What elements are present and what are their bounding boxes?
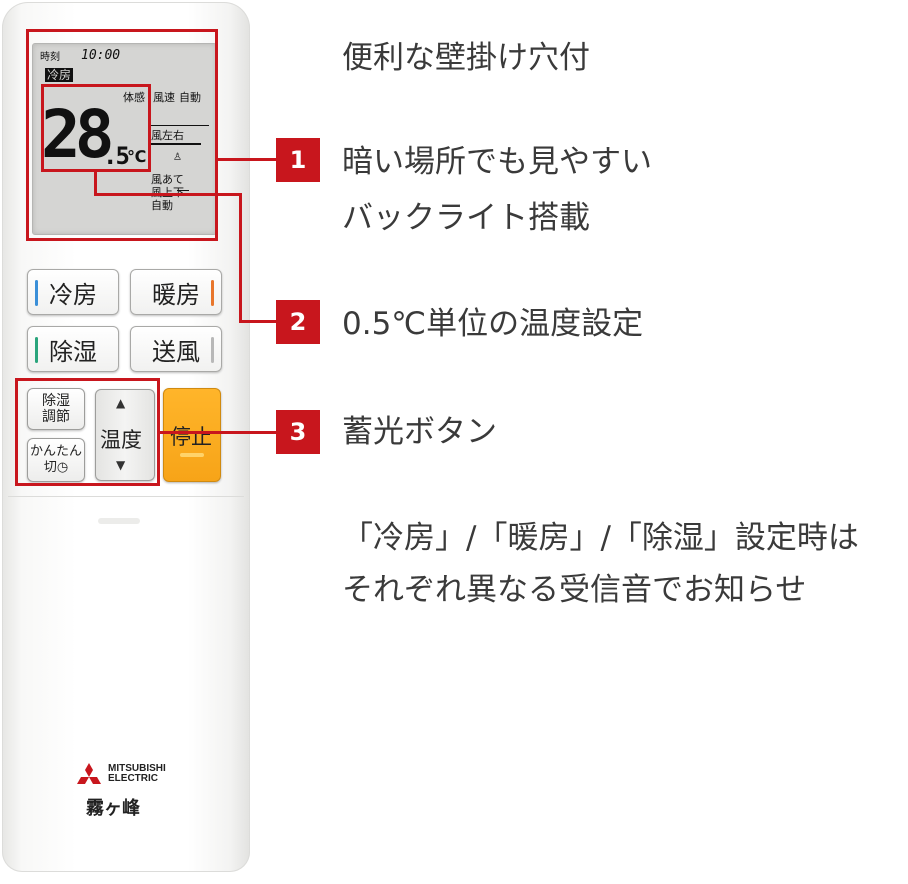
heat-button[interactable]: 暖房 (130, 269, 222, 315)
feature-sound-line2: それぞれ異なる受信音でお知らせ (342, 572, 807, 608)
feature-sound-line1: 「冷房」/「暖房」/「除湿」設定時は (342, 520, 859, 556)
highlight-box-3 (15, 378, 160, 486)
remote-control: 時刻 10:00 冷房 体感 風速 自動 28 .5 ℃ 風左右 ♙ 風あて 風… (2, 2, 250, 872)
easy-timer-line2-wrap: 切◷ (44, 460, 68, 476)
dry-button-label: 除湿 (49, 337, 97, 366)
cover-grip (98, 518, 140, 524)
brand-name-line1: MITSUBISHI (108, 763, 166, 774)
temperature-unit: ℃ (127, 147, 147, 166)
easy-timer-line1: かんたん (29, 444, 82, 459)
callout-badge-3: 3 (276, 410, 320, 454)
temp-down-icon[interactable]: ▼ (116, 458, 126, 472)
louver-ud-label: 風上下 (151, 187, 184, 198)
heat-button-label: 暖房 (152, 280, 200, 309)
easy-timer-button[interactable]: かんたん 切◷ (27, 438, 85, 482)
dehumid-adjust-line2: 調節 (42, 409, 70, 425)
feature-backlight-line2: バックライト搭載 (342, 200, 590, 236)
fan-button[interactable]: 送風 (130, 326, 222, 372)
stop-glow-bar (180, 453, 204, 457)
temperature-button-label: 温度 (100, 428, 142, 452)
temperature-integer: 28 (41, 96, 115, 173)
cool-button-label: 冷房 (49, 280, 97, 309)
highlight-box-2 (41, 84, 151, 172)
three-diamonds-icon (77, 763, 101, 784)
feature-backlight-line1: 暗い場所でも見やすい (342, 144, 652, 180)
louver-lr-label: 風左右 (151, 129, 184, 142)
temperature-button[interactable]: ▲ 温度 ▼ (95, 389, 155, 481)
connector-2c (239, 193, 242, 323)
connector-1 (218, 158, 276, 161)
connector-2d (239, 320, 276, 323)
connector-2a (94, 172, 97, 196)
clock-value: 10:00 (81, 48, 121, 63)
cool-indicator-bar (35, 280, 38, 306)
connector-2b (94, 193, 242, 196)
dry-indicator-bar (35, 337, 38, 363)
temperature-decimal: .5 (103, 142, 130, 170)
feature-luminous-button: 蓄光ボタン (342, 414, 497, 450)
cover-seam (8, 496, 244, 497)
fan-indicator-bar (211, 337, 214, 363)
louver-ud-bar (177, 190, 189, 191)
easy-timer-line2: 切 (43, 460, 57, 475)
feel-label: 体感 (123, 91, 145, 104)
highlight-box-1 (26, 29, 218, 241)
callout-badge-2: 2 (276, 300, 320, 344)
person-icon: ♙ (173, 152, 182, 163)
dehumid-adjust-line1: 除湿 (42, 393, 70, 409)
lcd-display: 時刻 10:00 冷房 体感 風速 自動 28 .5 ℃ 風左右 ♙ 風あて 風… (32, 43, 217, 235)
fan-speed-value: 自動 (179, 91, 201, 104)
fan-button-label: 送風 (152, 337, 200, 366)
stop-button[interactable]: 停止 (163, 388, 221, 482)
louver-lr-bar (151, 143, 201, 145)
wind-direct-label: 風あて (151, 173, 184, 186)
dehumid-adjust-button[interactable]: 除湿 調節 (27, 388, 85, 430)
brand-name-line2: ELECTRIC (108, 773, 158, 784)
brand-name: MITSUBISHI ELECTRIC (108, 764, 166, 784)
connector-3 (160, 431, 276, 434)
clock-label: 時刻 (40, 52, 60, 63)
stop-button-label: 停止 (170, 425, 212, 449)
dry-button[interactable]: 除湿 (27, 326, 119, 372)
lcd-divider (151, 125, 209, 126)
feature-wall-hook: 便利な壁掛け穴付 (342, 40, 590, 76)
louver-ud-value: 自動 (151, 199, 173, 212)
clock-icon: ◷ (56, 460, 69, 475)
product-logo: 霧ヶ峰 (86, 798, 140, 819)
feature-half-degree: 0.5℃単位の温度設定 (342, 306, 644, 342)
temp-up-icon[interactable]: ▲ (116, 396, 126, 410)
mode-indicator: 冷房 (45, 68, 74, 82)
fan-speed-label: 風速 (153, 91, 175, 104)
brand-logo: MITSUBISHI ELECTRIC (72, 762, 166, 794)
heat-indicator-bar (211, 280, 214, 306)
callout-badge-1: 1 (276, 138, 320, 182)
cool-button[interactable]: 冷房 (27, 269, 119, 315)
